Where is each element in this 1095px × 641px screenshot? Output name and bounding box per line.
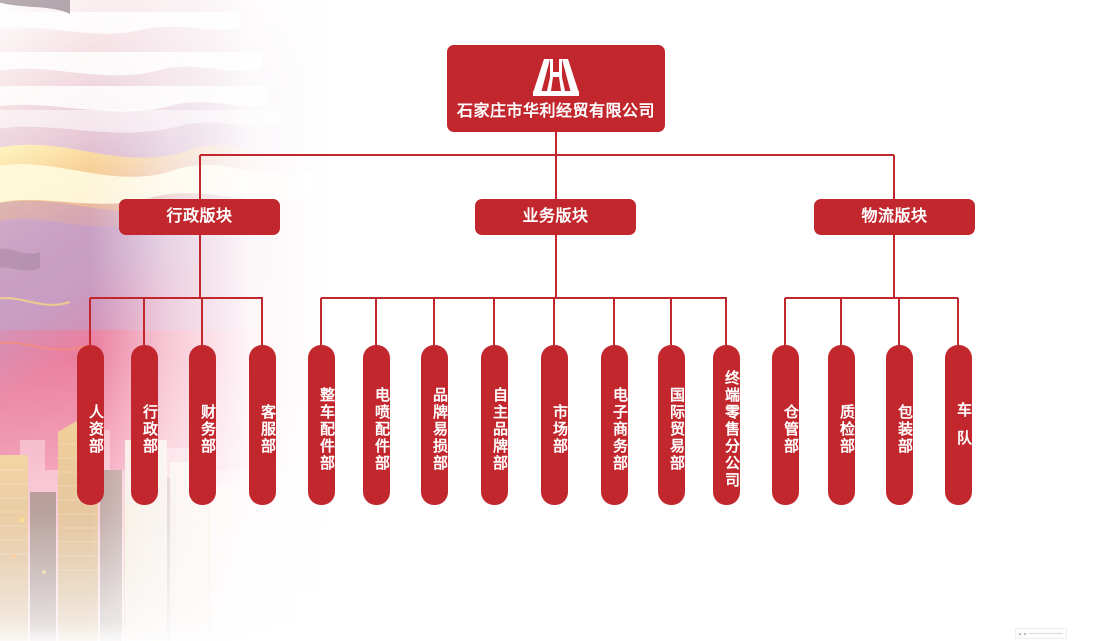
- widget-dot-icon: [1024, 632, 1026, 635]
- org-node-root[interactable]: 石家庄市华利经贸有限公司: [447, 45, 665, 132]
- zoom-control-widget[interactable]: [1015, 628, 1067, 639]
- org-node-dept-finance[interactable]: 财务部: [189, 345, 216, 505]
- org-node-dept-marketing[interactable]: 市场部: [541, 345, 568, 505]
- org-node-dept-international-trade[interactable]: 国际贸易部: [658, 345, 685, 505]
- org-node-dept-quality-inspection[interactable]: 质检部: [828, 345, 855, 505]
- org-node-dept-ecommerce[interactable]: 电子商务部: [601, 345, 628, 505]
- org-node-dept-efi-parts[interactable]: 电喷配件部: [363, 345, 390, 505]
- widget-slider-track[interactable]: [1029, 633, 1063, 634]
- org-node-division-admin[interactable]: 行政版块: [119, 199, 280, 235]
- org-node-dept-brand-wear-parts[interactable]: 品牌易损部: [421, 345, 448, 505]
- org-node-dept-fleet[interactable]: 车队: [945, 345, 972, 505]
- org-node-dept-packaging[interactable]: 包装部: [886, 345, 913, 505]
- org-node-dept-vehicle-parts[interactable]: 整车配件部: [308, 345, 335, 505]
- org-node-division-logistics[interactable]: 物流版块: [814, 199, 975, 235]
- org-node-dept-retail-branch[interactable]: 终端零售分公司: [713, 345, 740, 505]
- widget-dot-icon: [1019, 632, 1021, 635]
- company-monogram-logo: [533, 59, 579, 96]
- org-node-dept-own-brand[interactable]: 自主品牌部: [481, 345, 508, 505]
- root-company-name: 石家庄市华利经贸有限公司: [456, 103, 655, 120]
- org-node-division-business[interactable]: 业务版块: [475, 199, 636, 235]
- org-node-dept-customer-service[interactable]: 客服部: [249, 345, 276, 505]
- org-node-dept-hr[interactable]: 人资部: [77, 345, 104, 505]
- org-node-dept-warehouse[interactable]: 仓管部: [772, 345, 799, 505]
- org-node-dept-admin[interactable]: 行政部: [131, 345, 158, 505]
